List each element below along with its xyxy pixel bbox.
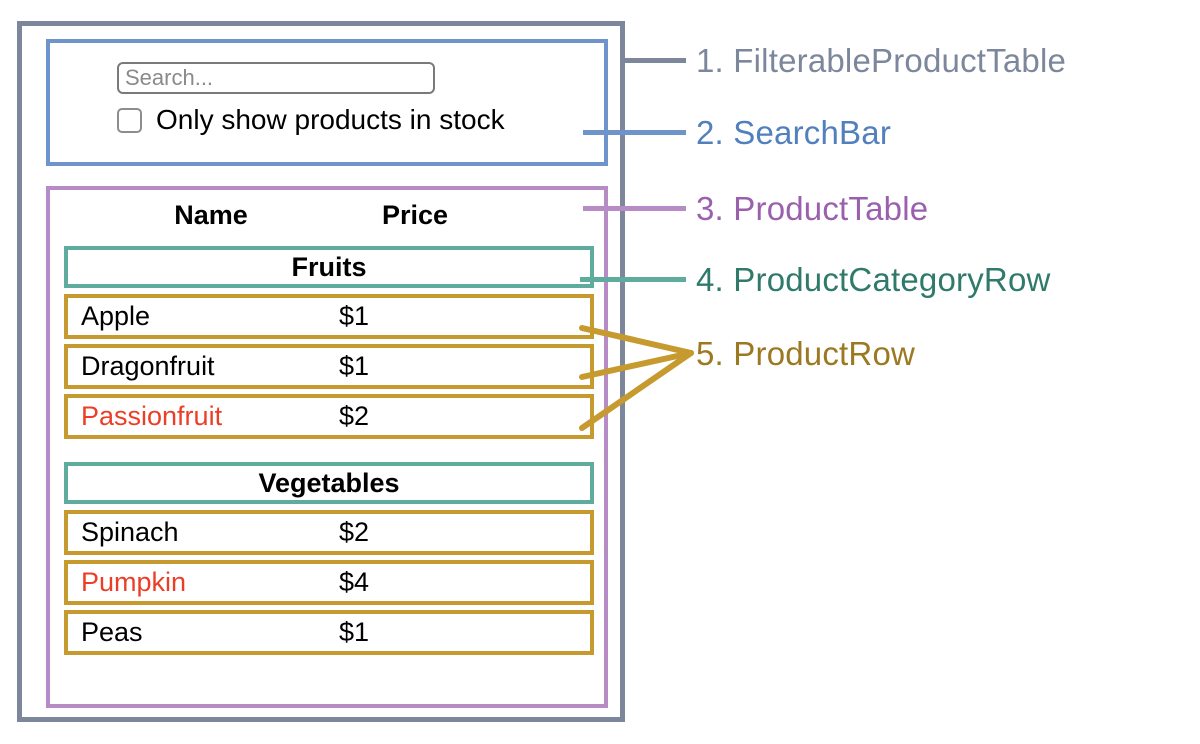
only-in-stock-label: Only show products in stock xyxy=(156,104,505,135)
column-header-name: Name xyxy=(174,200,248,230)
product-price: $2 xyxy=(339,400,370,431)
product-table-header: Name Price xyxy=(50,200,604,240)
filterable-product-table-box: Only show products in stock Name Price F… xyxy=(17,21,625,722)
product-rows-area: Fruits Apple $1 Dragonfruit $1 Passionfr… xyxy=(64,246,594,660)
annotation-label-product-table: 3. ProductTable xyxy=(696,190,929,227)
product-price: $4 xyxy=(339,566,370,597)
only-in-stock-checkbox[interactable] xyxy=(117,107,142,133)
product-name: Apple xyxy=(81,300,151,331)
annotation-label-product-category-row: 4. ProductCategoryRow xyxy=(696,261,1051,298)
column-header-price: Price xyxy=(381,200,449,230)
search-bar-box: Only show products in stock xyxy=(46,39,608,166)
in-stock-filter-row[interactable]: Only show products in stock xyxy=(117,106,505,134)
product-category-row: Fruits xyxy=(64,246,594,288)
group-spacer xyxy=(64,444,594,462)
product-row[interactable]: Dragonfruit $1 xyxy=(64,344,594,389)
product-row[interactable]: Apple $1 xyxy=(64,294,594,339)
annotation-label-product-row: 5. ProductRow xyxy=(696,335,916,372)
product-name: Dragonfruit xyxy=(81,350,215,381)
product-name: Passionfruit xyxy=(81,400,223,431)
product-table-box: Name Price Fruits Apple $1 Dragonfruit $… xyxy=(46,186,608,708)
product-category-row: Vegetables xyxy=(64,462,594,504)
annotation-label-search-bar: 2. SearchBar xyxy=(696,114,892,151)
product-row[interactable]: Pumpkin $4 xyxy=(64,560,594,605)
product-price: $1 xyxy=(339,300,370,331)
product-row[interactable]: Passionfruit $2 xyxy=(64,394,594,439)
product-name: Spinach xyxy=(81,516,179,547)
product-row[interactable]: Spinach $2 xyxy=(64,510,594,555)
search-input[interactable] xyxy=(117,62,435,94)
category-label: Fruits xyxy=(291,251,367,282)
product-price: $2 xyxy=(339,516,370,547)
connector-line-filterable-product-table xyxy=(622,58,686,63)
product-name: Pumpkin xyxy=(81,566,187,597)
product-price: $1 xyxy=(339,350,370,381)
annotation-label-filterable-product-table: 1. FilterableProductTable xyxy=(696,42,1067,79)
product-row[interactable]: Peas $1 xyxy=(64,610,594,655)
category-label: Vegetables xyxy=(258,467,400,498)
product-price: $1 xyxy=(339,616,370,647)
product-name: Peas xyxy=(81,616,143,647)
